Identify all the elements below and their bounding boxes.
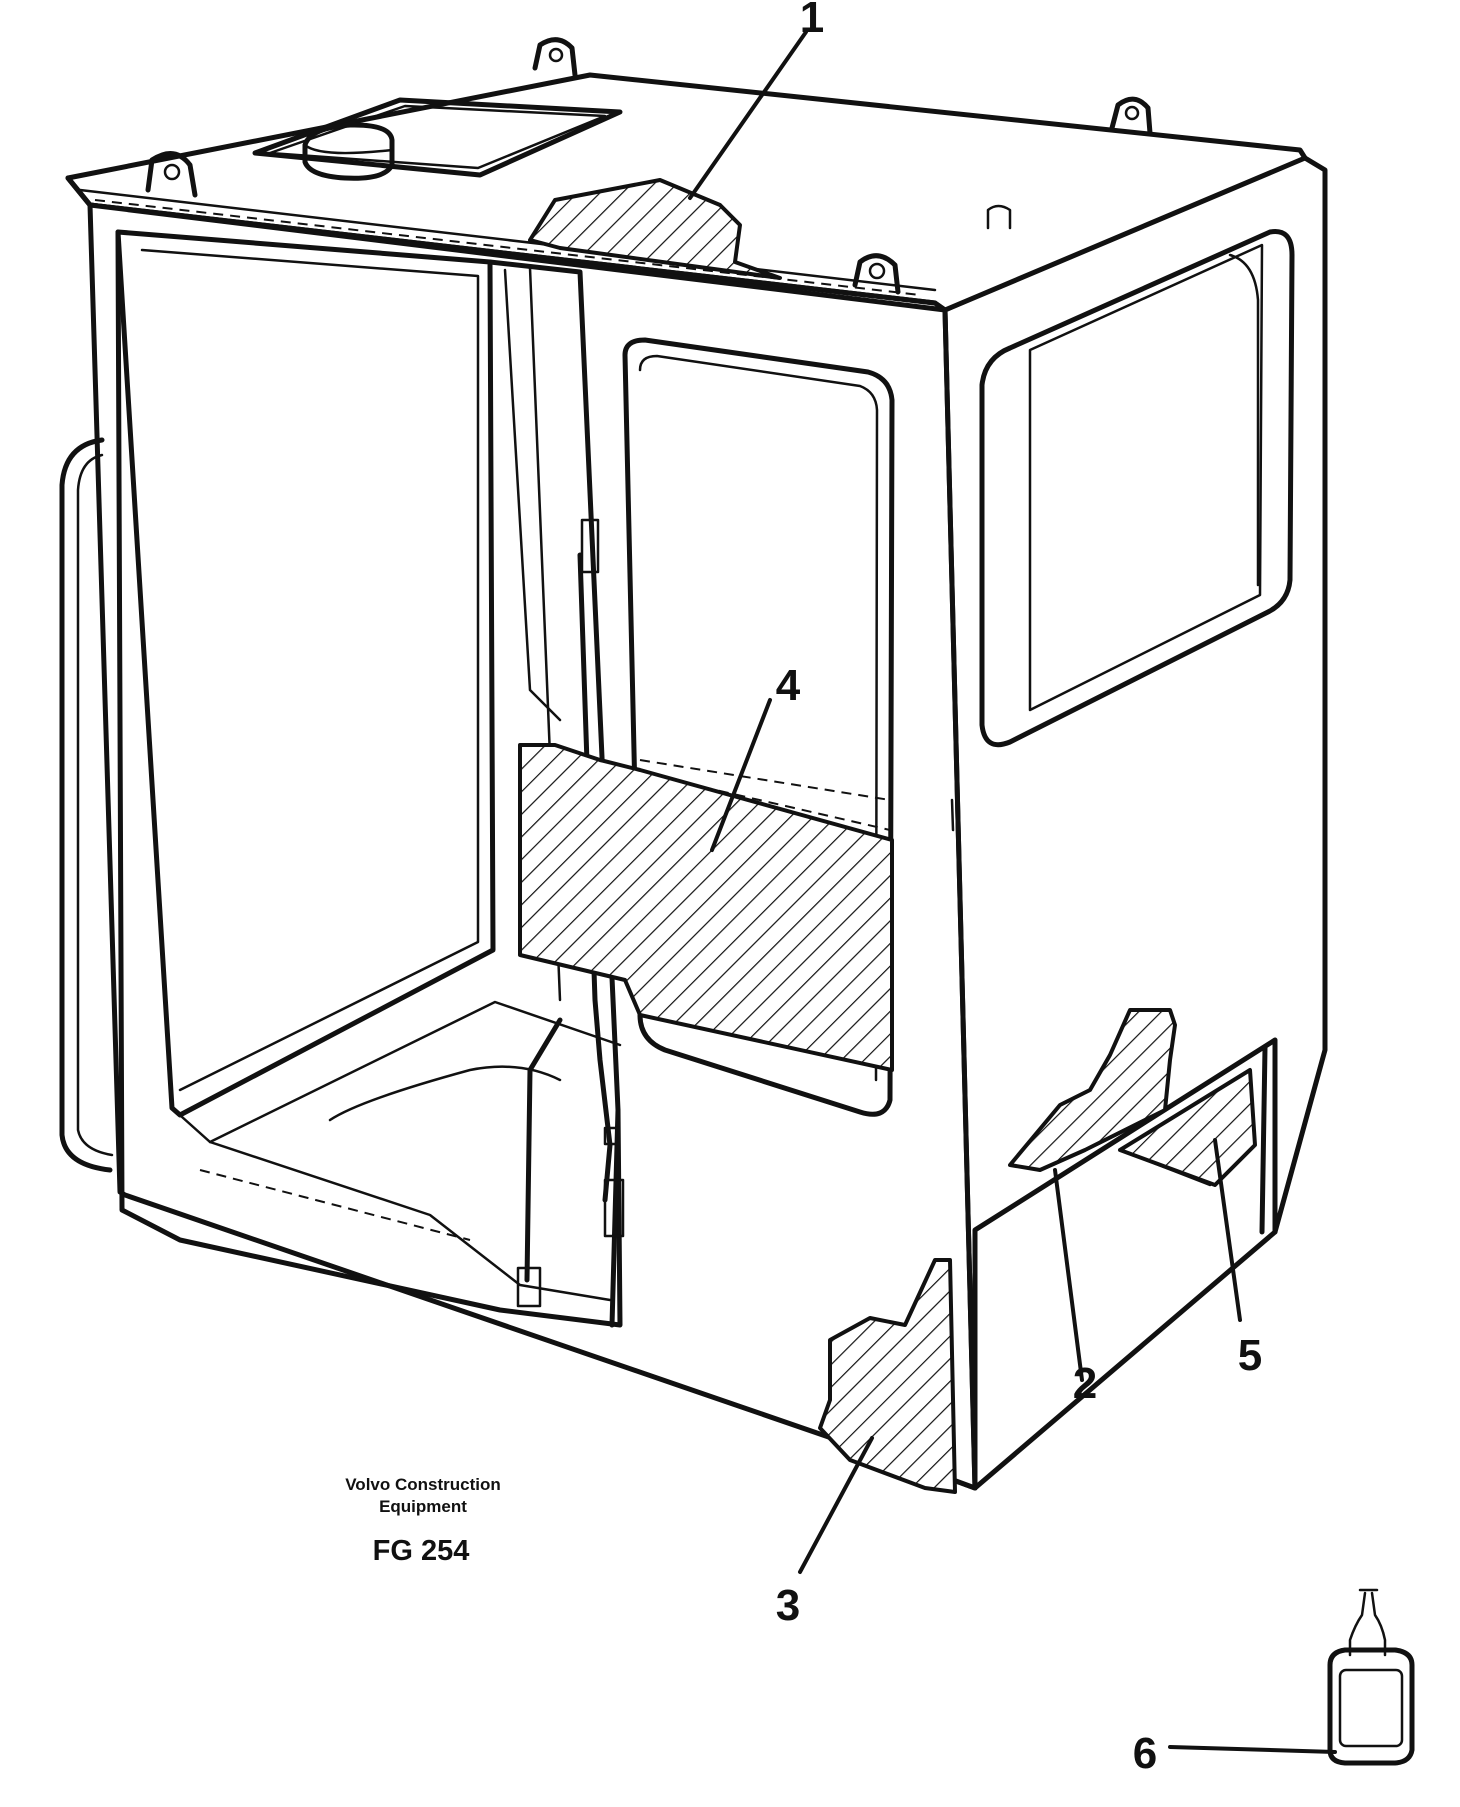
side-window-glass: [1028, 243, 1264, 712]
corner-post: [942, 307, 978, 1491]
rear-leg: [1259, 1045, 1268, 1235]
leader-1: [688, 30, 808, 200]
callout-5: 5: [1238, 1331, 1262, 1380]
callout-3: 3: [776, 1581, 800, 1630]
central-pillar: [487, 259, 621, 1328]
right-side-wall: [942, 152, 1328, 1491]
lifting-eye-right: [1109, 96, 1153, 136]
leader-6: [1168, 1745, 1337, 1754]
callout-1: 1: [800, 0, 824, 42]
floor-back-edge: [208, 1000, 622, 1144]
roof-hatch-inner: [268, 104, 607, 170]
callout-2: 2: [1073, 1359, 1097, 1408]
callout-4: 4: [776, 661, 801, 710]
exterior-handrail: [59, 437, 114, 1173]
door-frame-bottom: [115, 229, 623, 1328]
lifting-eye-top: [532, 37, 578, 78]
leader-4: [710, 698, 772, 852]
door-opening-inner: [140, 248, 480, 1092]
credit-line-2: Equipment: [379, 1497, 467, 1516]
side-insulation: [1008, 1008, 1177, 1172]
side-window: [979, 228, 1295, 748]
floor-edge-front: [170, 1106, 612, 1302]
roof-hatch: [252, 97, 623, 178]
roof-vent: [302, 122, 395, 181]
leader-5: [1213, 1138, 1242, 1322]
roof-edge: [65, 175, 948, 313]
floor-insulation: [1118, 1068, 1257, 1187]
lifting-eye-left: [145, 151, 198, 198]
roof-stud: [986, 204, 1012, 230]
door-opening: [115, 229, 496, 1118]
side-window-frame-inner: [1228, 253, 1260, 587]
lifting-eye-center: [852, 253, 901, 295]
corner-post-mark: [950, 798, 955, 832]
front-insulation: [818, 1258, 957, 1494]
rear-insulation: [518, 743, 894, 1072]
side-lower-edge: [972, 1037, 1278, 1491]
adhesive-bottle: [1327, 1588, 1415, 1766]
roof-edge-inner: [78, 188, 937, 292]
leader-2: [1053, 1168, 1084, 1382]
rear-window-inner: [638, 354, 879, 1082]
dash-line-5: [94, 199, 921, 296]
figure-code: FG 254: [373, 1535, 470, 1567]
roof-insulation: [528, 178, 782, 280]
pillar-inner-curve: [503, 268, 562, 722]
credit-line-1: Volvo Construction: [345, 1475, 501, 1494]
callout-6: 6: [1133, 1729, 1157, 1778]
dash-line-1: [639, 759, 891, 801]
dash-line-4: [199, 1169, 471, 1241]
leader-3: [798, 1436, 874, 1574]
rear-window: [622, 337, 895, 1117]
